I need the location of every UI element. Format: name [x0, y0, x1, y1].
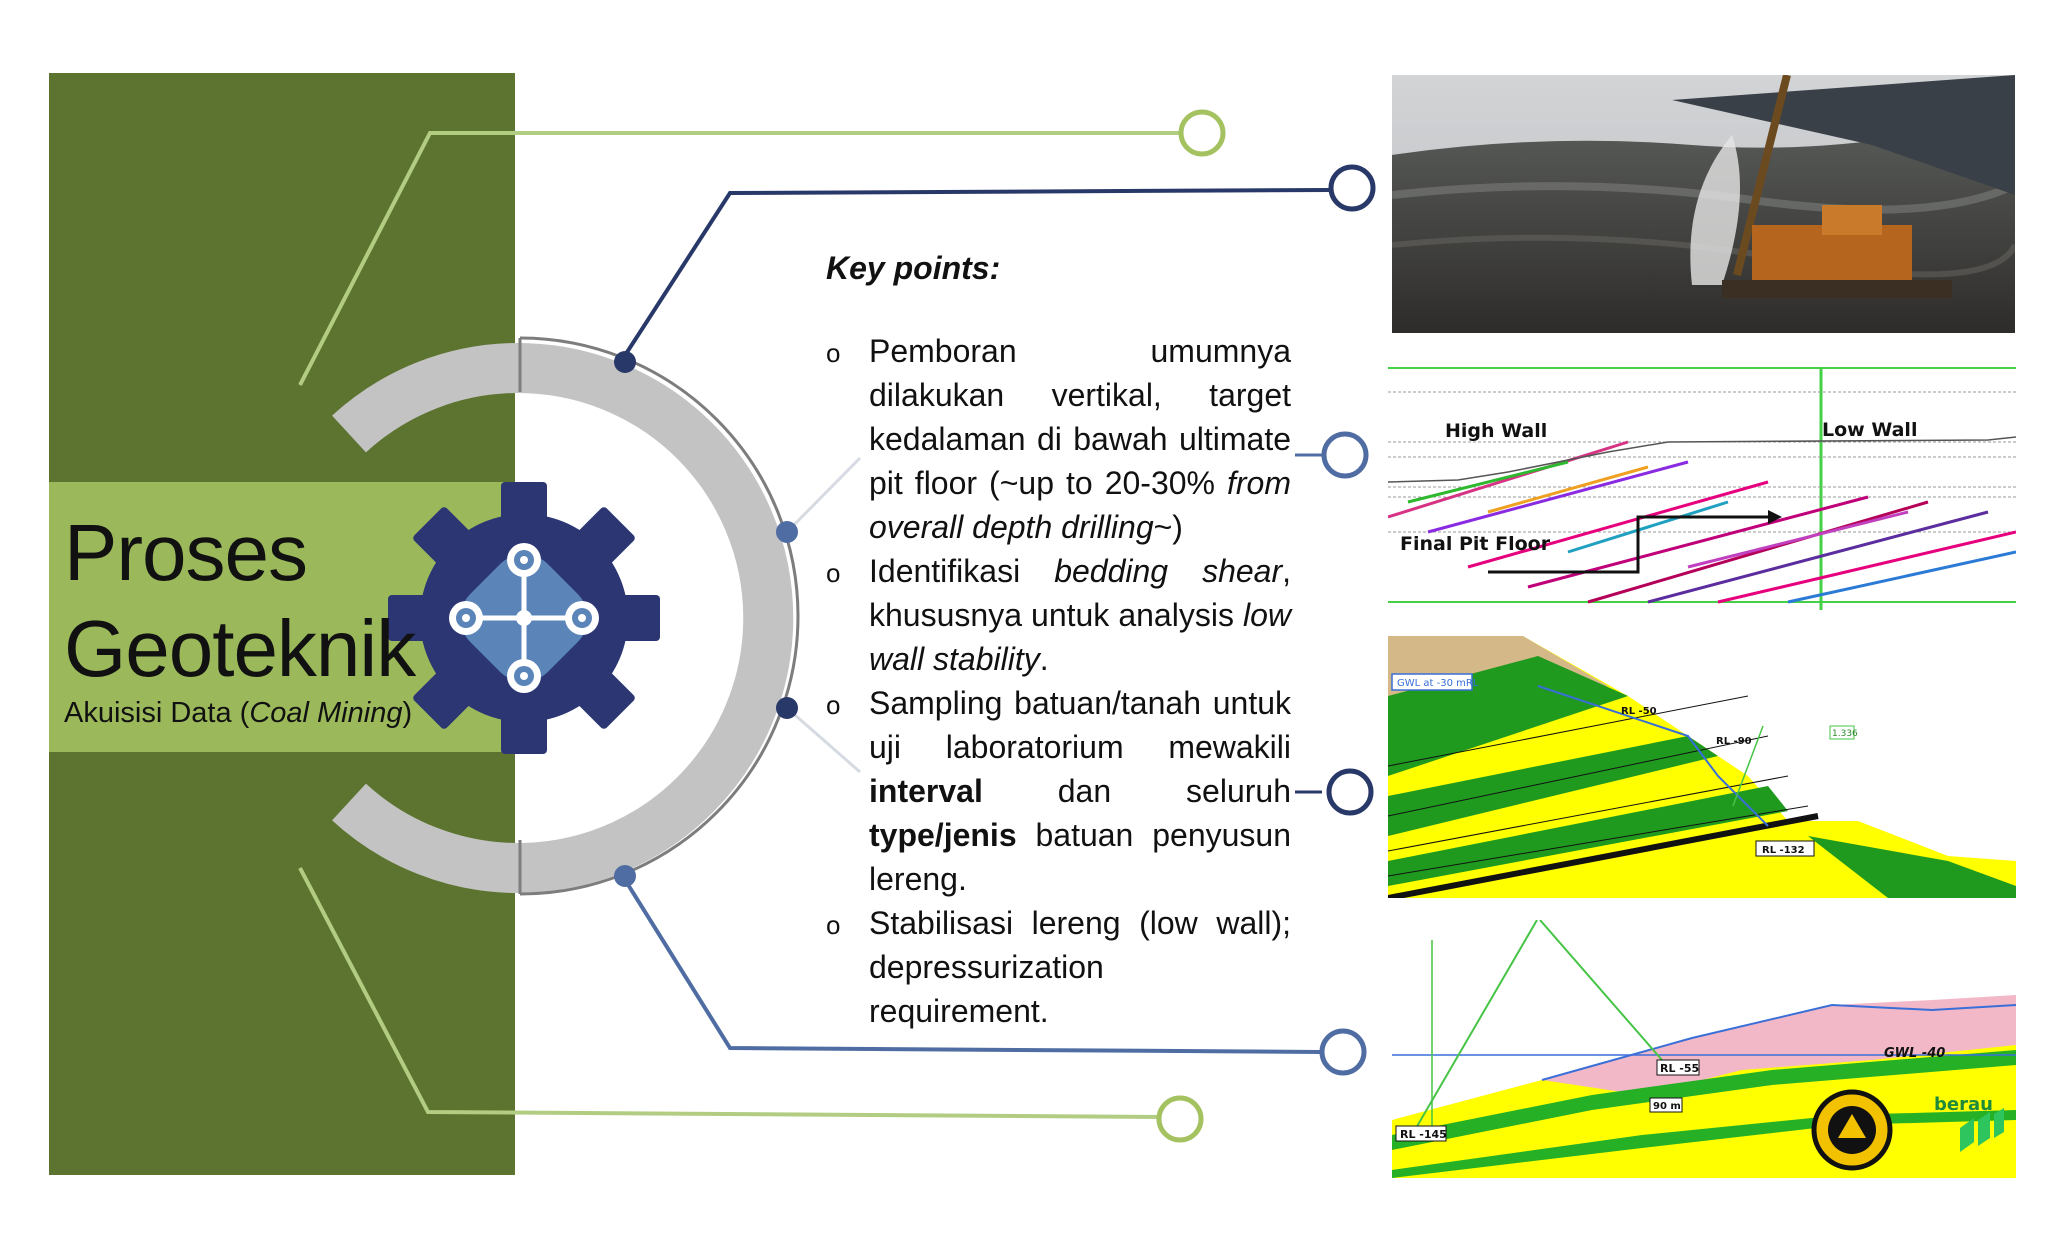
page-title: Proses Geoteknik: [64, 505, 416, 697]
node-circle-bottom-light: [1156, 1095, 1204, 1143]
key-point-1-text: Pemboran umumnya dilakukan vertikal, tar…: [869, 333, 1291, 501]
rl-50-label: RL -50: [1621, 706, 1657, 717]
fos-label: 1.336: [1832, 729, 1858, 739]
gwl-40-label: GWL -40: [1884, 1046, 1945, 1061]
ministry-seal-icon: [1811, 1089, 1893, 1171]
pit-cross-section: High Wall Low Wall Final Pit Floor: [1388, 362, 2016, 610]
grey-ring: [332, 343, 794, 893]
node-circle-2: [1321, 431, 1369, 479]
arc-dot-upper: [776, 521, 798, 543]
key-point-1-italic: from overall depth drilling: [869, 465, 1291, 545]
node-circle-3: [1326, 768, 1374, 816]
arc-dot-top: [614, 351, 636, 373]
key-point-3: o Sampling batuan/tanah untuk uji laborat…: [826, 681, 1291, 901]
key-point-2-italic-2: low wall stability: [869, 597, 1291, 677]
brand-label: berau: [1934, 1094, 1993, 1115]
bullet-icon: o: [826, 910, 841, 940]
subtitle-prefix: Akuisisi Data (: [64, 697, 250, 729]
title-line-1: Proses: [64, 508, 308, 597]
key-point-2-mid: , khususnya untuk analysis: [869, 553, 1292, 633]
connector-line-top-navy: [620, 188, 1331, 362]
connector-line-bottom-light: [298, 867, 1171, 1119]
bullet-icon: o: [826, 338, 841, 368]
berau-logo-icon: [1960, 1108, 2004, 1152]
high-wall-label: High Wall: [1445, 420, 1547, 442]
low-wall-label: Low Wall: [1822, 419, 1917, 441]
subtitle-italic: Coal Mining: [249, 697, 403, 729]
key-points-heading: Key points:: [826, 250, 1001, 286]
drill-rig-photo: [1392, 75, 2015, 333]
title-line-2: Geoteknik: [64, 604, 416, 693]
rl-132-label: RL -132: [1762, 845, 1805, 856]
key-point-1-tail: ~): [1153, 509, 1183, 545]
key-point-3-tail: batuan penyusun lereng.: [869, 817, 1291, 897]
key-point-3-bold-2: type/jenis: [869, 817, 1017, 853]
key-points: Key points: o Pemboran umumnya dilakukan …: [826, 250, 1291, 1033]
bullet-icon: o: [826, 558, 841, 588]
distance-label: 90 m: [1653, 1101, 1681, 1112]
node-circle-top-light: [1178, 109, 1226, 157]
connector-line-bottom-blue: [620, 873, 1321, 1054]
arc-dot-lower: [776, 697, 798, 719]
node-circle-4: [1319, 1028, 1367, 1076]
key-point-3-mid: dan seluruh: [982, 773, 1291, 809]
connector-line-mid-upper: [785, 456, 862, 534]
rl-90-label: RL -90: [1716, 736, 1752, 747]
node-circle-1: [1328, 164, 1376, 212]
bullet-icon: o: [826, 690, 841, 720]
final-pit-floor-label: Final Pit Floor: [1400, 533, 1551, 555]
slope-stability-model-1: GWL at -30 mRL RL -50 RL -90 RL -132 1.3…: [1388, 636, 2016, 898]
arc-dot-bottom: [614, 865, 636, 887]
slope-stability-model-2: RL -55 RL -145 90 m GWL -40 berau: [1392, 920, 2016, 1178]
connector-line-top-light: [298, 131, 1180, 386]
key-point-2: o Identifikasi bedding shear, khususnya u…: [826, 549, 1291, 681]
key-point-4: o Stabilisasi lereng (low wall); depressu…: [826, 901, 1291, 1033]
key-point-3-text: Sampling batuan/tanah untuk uji laborato…: [869, 685, 1291, 765]
outer-arc: [519, 336, 800, 896]
rl-145-label: RL -145: [1400, 1128, 1447, 1141]
connector-line-mid-lower: [786, 706, 861, 774]
key-point-2-italic: bedding shear: [1054, 553, 1283, 589]
key-point-4-text: Stabilisasi lereng (low wall); depressur…: [869, 905, 1291, 1029]
key-point-2-text: Identifikasi: [869, 553, 1055, 589]
rl-55-label: RL -55: [1660, 1062, 1699, 1075]
gear-icon: [388, 482, 660, 754]
key-point-2-tail: .: [1039, 641, 1049, 677]
page-subtitle: Akuisisi Data (Coal Mining): [64, 697, 412, 730]
gwl-label: GWL at -30 mRL: [1397, 678, 1479, 689]
key-point-1: o Pemboran umumnya dilakukan vertikal, ta…: [826, 329, 1291, 549]
key-point-3-bold: interval: [869, 773, 983, 809]
subtitle-suffix: ): [402, 697, 413, 729]
